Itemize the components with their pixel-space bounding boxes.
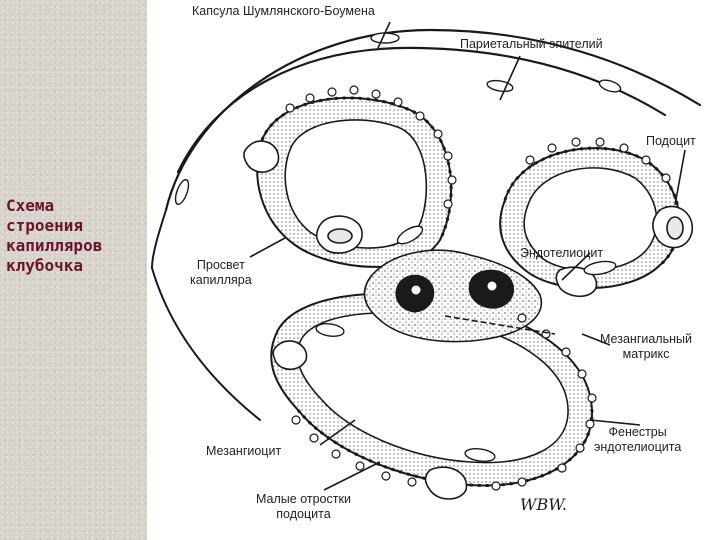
label-parietal-epithelium: Париетальный эпителий: [460, 37, 603, 52]
label-endothelial-fenestrae-line2: эндотелиоцита: [594, 440, 681, 454]
label-podocyte-processes-line2: подоцита: [276, 507, 330, 521]
artist-signature: WBW.: [520, 495, 567, 514]
mesangial-matrix: [364, 250, 541, 341]
label-capillary-lumen-line2: капилляра: [190, 273, 252, 287]
label-podocyte-processes-line1: Малые отростки: [256, 492, 351, 506]
label-bowman-capsule: Капсула Шумлянского-Боумена: [192, 4, 375, 19]
label-mesangial-matrix: Мезангиальный матрикс: [600, 332, 692, 362]
label-mesangial-matrix-line1: Мезангиальный: [600, 332, 692, 346]
label-podocyte: Подоцит: [646, 134, 696, 149]
label-endothelial-fenestrae: Фенестры эндотелиоцита: [594, 425, 681, 455]
label-capillary-lumen: Просвет капилляра: [190, 258, 252, 288]
label-podocyte-processes: Малые отростки подоцита: [256, 492, 351, 522]
label-mesangial-matrix-line2: матрикс: [623, 347, 670, 361]
label-endotheliocyte: Эндотелиоцит: [520, 246, 603, 261]
label-capillary-lumen-line1: Просвет: [197, 258, 245, 272]
label-endothelial-fenestrae-line1: Фенестры: [609, 425, 667, 439]
label-mesangiocyte: Мезангиоцит: [206, 444, 281, 459]
